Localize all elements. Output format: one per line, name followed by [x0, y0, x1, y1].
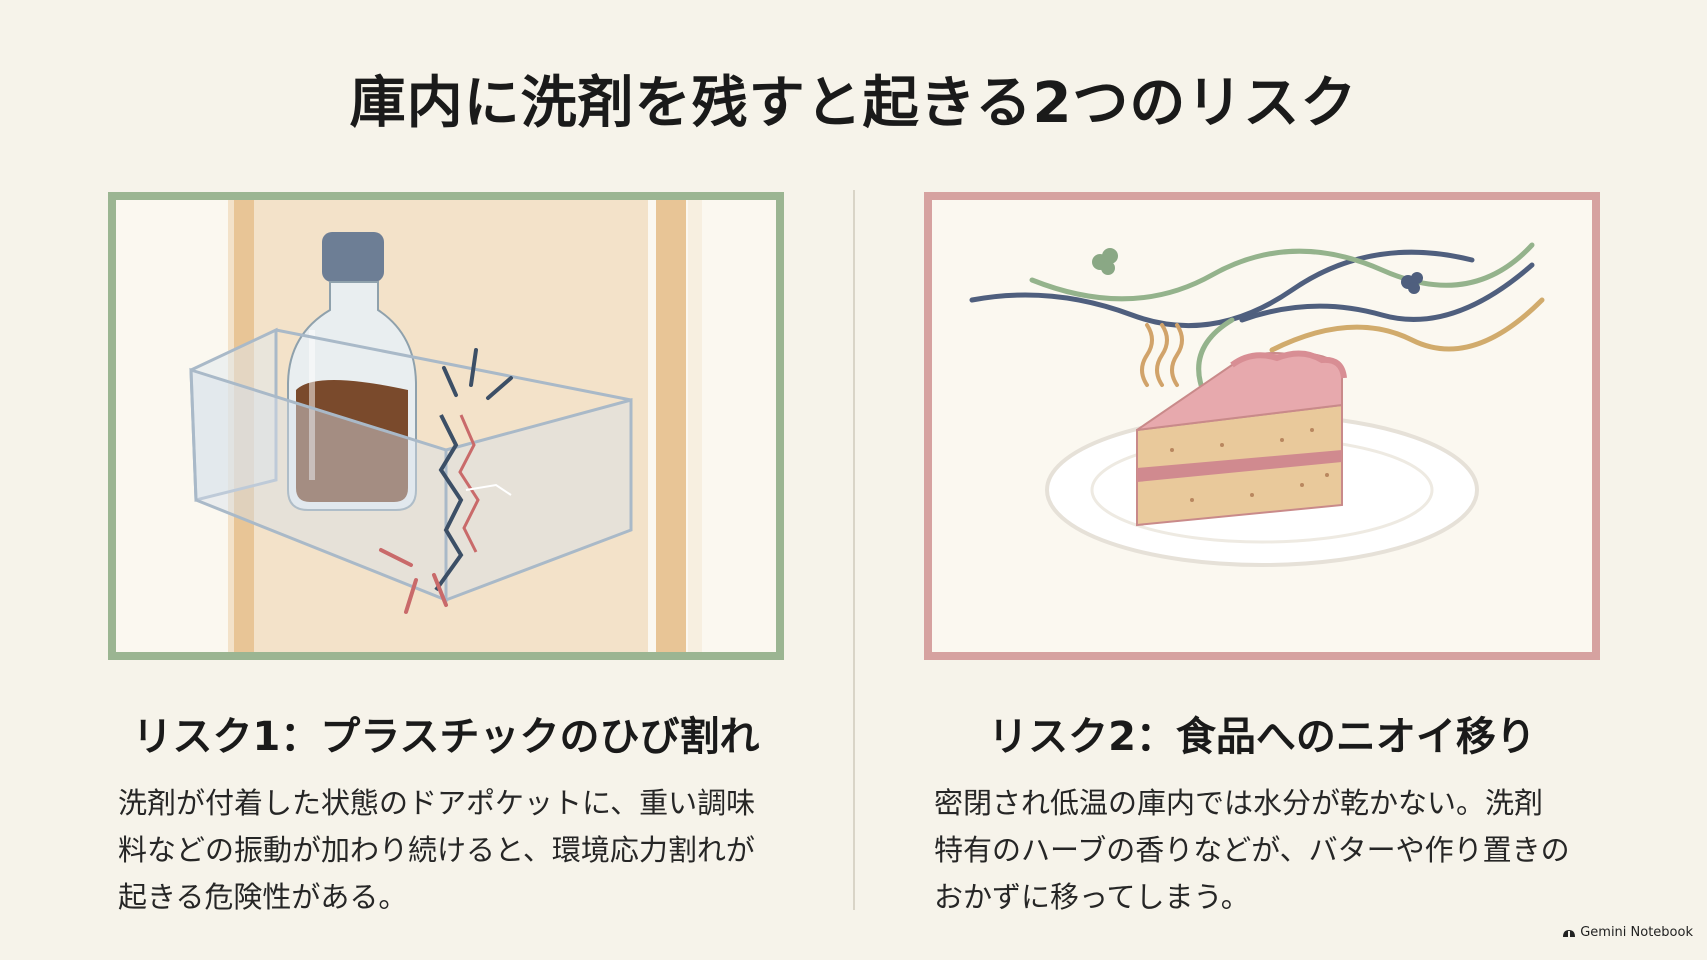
odor-waves-icon	[969, 242, 1545, 403]
notebook-logo-icon	[1563, 929, 1576, 937]
brand-watermark: Gemini Notebook	[1562, 925, 1693, 940]
risk-1-description-line: 起きる危険性がある。	[118, 880, 408, 914]
brand-label: Gemini Notebook	[1580, 925, 1693, 940]
risk-2-title: リスク2：食品へのニオイ移り	[988, 714, 1536, 760]
risk-2-description-line: 密閉され低温の庫内では水分が乾かない。洗剤	[934, 786, 1544, 820]
risk-panel-2: リスク2：食品へのニオイ移り 密閉され低温の庫内では水分が乾かない。洗剤 特有の…	[924, 192, 1600, 921]
risk-2-description-line: 特有のハーブの香りなどが、バターや作り置きの	[934, 833, 1570, 867]
steam-icon	[1140, 323, 1184, 387]
risk-1-illustration-frame	[108, 192, 784, 660]
page-title: 庫内に洗剤を残すと起きる2つのリスク	[349, 71, 1358, 136]
risk-1-title: リスク1：プラスチックのひび割れ	[132, 714, 760, 760]
risk-1-description-line: 料などの振動が加わり続けると、環境応力割れが	[118, 833, 755, 867]
door-pocket-icon	[189, 327, 633, 603]
odor-puff-icon	[1401, 272, 1423, 294]
risk-1-description: 洗剤が付着した状態のドアポケットに、重い調味 料などの振動が加わり続けると、環境…	[108, 780, 778, 921]
risk-2-illustration-frame	[924, 192, 1600, 660]
risk-1-description-line: 洗剤が付着した状態のドアポケットに、重い調味	[118, 786, 756, 820]
odor-puff-icon	[1092, 248, 1118, 275]
risk-2-description: 密閉され低温の庫内では水分が乾かない。洗剤 特有のハーブの香りなどが、バターや作…	[924, 780, 1594, 921]
risk-panel-1: リスク1：プラスチックのひび割れ 洗剤が付着した状態のドアポケットに、重い調味 …	[108, 192, 784, 921]
cake-odor-illustration	[932, 200, 1592, 652]
cracked-door-pocket-illustration	[116, 200, 776, 652]
risk-2-description-line: おかずに移ってしまう。	[934, 880, 1250, 914]
center-divider	[853, 190, 855, 910]
cake-slice-icon	[1136, 350, 1347, 527]
